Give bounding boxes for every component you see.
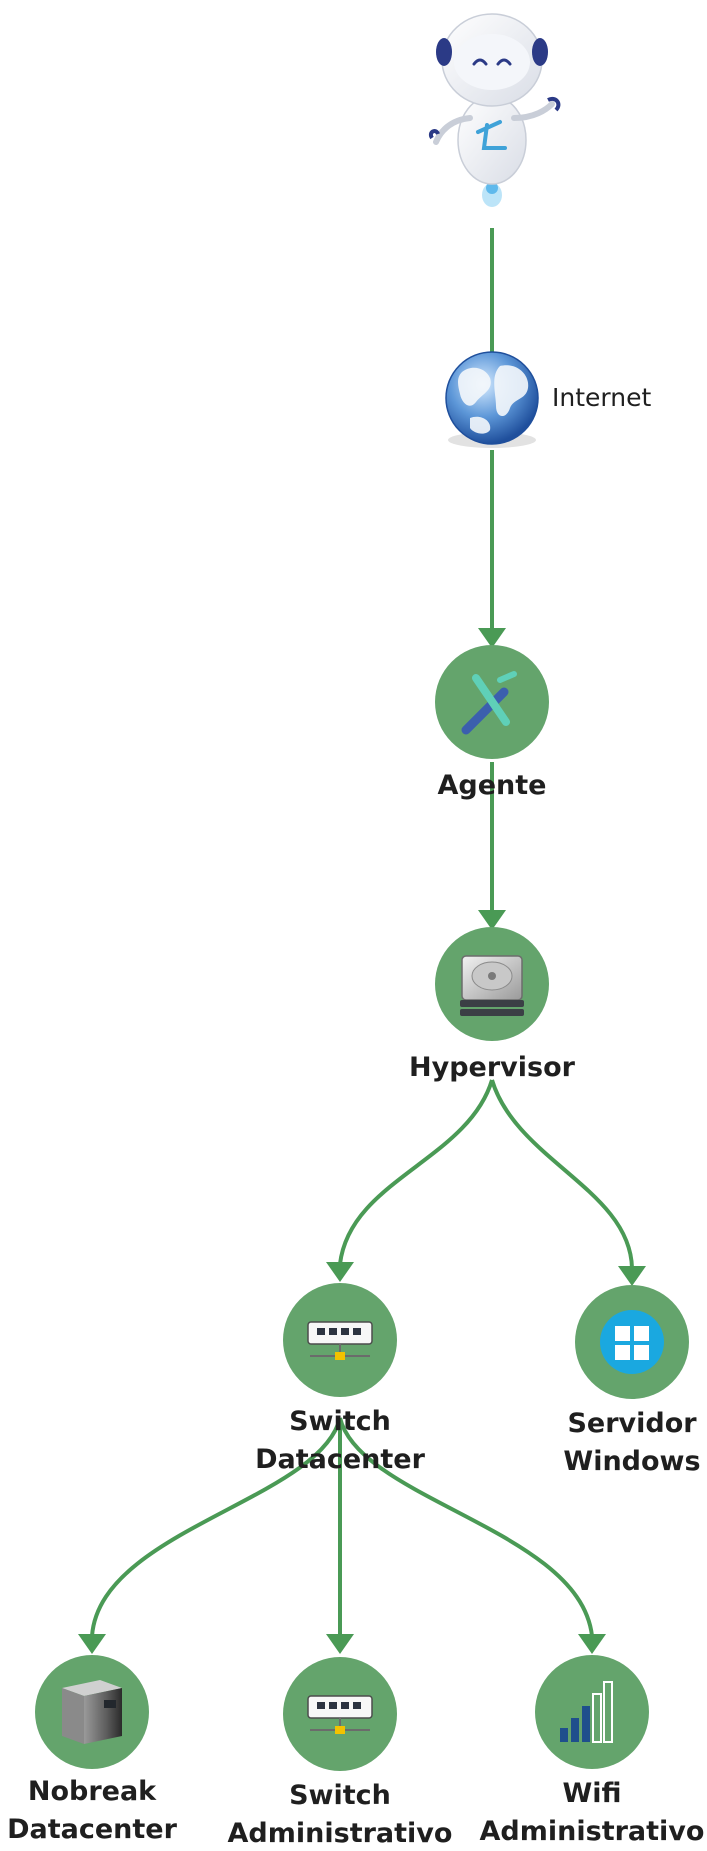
ups-icon: [62, 1680, 122, 1744]
robot-mascot-icon: [428, 13, 561, 207]
node-servidor-windows[interactable]: Servidor Windows: [563, 1285, 701, 1477]
node-nobreak-datacenter[interactable]: Nobreak Datacenter: [7, 1655, 178, 1845]
switch-administrativo-label-line1: Switch: [289, 1780, 391, 1811]
wifi-administrativo-label-line1: Wifi: [562, 1778, 621, 1809]
server-drive-icon: [460, 955, 524, 1016]
windows-logo-icon: [600, 1310, 664, 1374]
arrow-switch-administrativo: [326, 1634, 354, 1654]
nobreak-datacenter-label-line1: Nobreak: [28, 1776, 157, 1807]
edge-switch-wifi: [338, 1417, 594, 1637]
arrow-hypervisor: [478, 910, 506, 930]
globe-icon: [445, 351, 539, 445]
node-switch-administrativo[interactable]: Switch Administrativo: [228, 1657, 453, 1849]
switch-administrativo-label-line2: Administrativo: [228, 1818, 453, 1849]
hypervisor-label: Hypervisor: [409, 1052, 576, 1083]
arrow-wifi: [578, 1634, 606, 1654]
network-switch-icon: [307, 1321, 373, 1360]
arrow-switch-datacenter: [326, 1262, 354, 1282]
edge-hypervisor-servidor-windows: [490, 1079, 634, 1269]
servidor-windows-label-line2: Windows: [563, 1446, 700, 1477]
arrow-servidor-windows: [618, 1266, 646, 1286]
signal-bars-icon: [560, 1681, 613, 1743]
nobreak-datacenter-label-line2: Datacenter: [7, 1814, 178, 1845]
internet-label: Internet: [552, 383, 651, 412]
agent-logo-icon: [461, 671, 517, 735]
node-hypervisor[interactable]: Hypervisor: [409, 927, 576, 1083]
wifi-administrativo-label-line2: Administrativo: [480, 1816, 705, 1847]
arrow-agente: [478, 628, 506, 648]
servidor-windows-label-line1: Servidor: [567, 1408, 697, 1439]
switch-datacenter-label-line2: Datacenter: [255, 1444, 426, 1475]
switch-datacenter-label-line1: Switch: [289, 1406, 391, 1437]
edge-hypervisor-switch-datacenter: [338, 1079, 494, 1265]
arrow-nobreak: [78, 1634, 106, 1654]
edges: [78, 228, 646, 1654]
network-switch-icon: [307, 1695, 373, 1734]
node-switch-datacenter[interactable]: Switch Datacenter: [255, 1283, 426, 1475]
node-wifi-administrativo[interactable]: Wifi Administrativo: [480, 1655, 705, 1847]
node-internet[interactable]: Internet: [445, 351, 651, 448]
edge-switch-nobreak: [90, 1417, 342, 1637]
node-agente[interactable]: Agente: [435, 645, 549, 801]
agente-label: Agente: [438, 770, 547, 801]
